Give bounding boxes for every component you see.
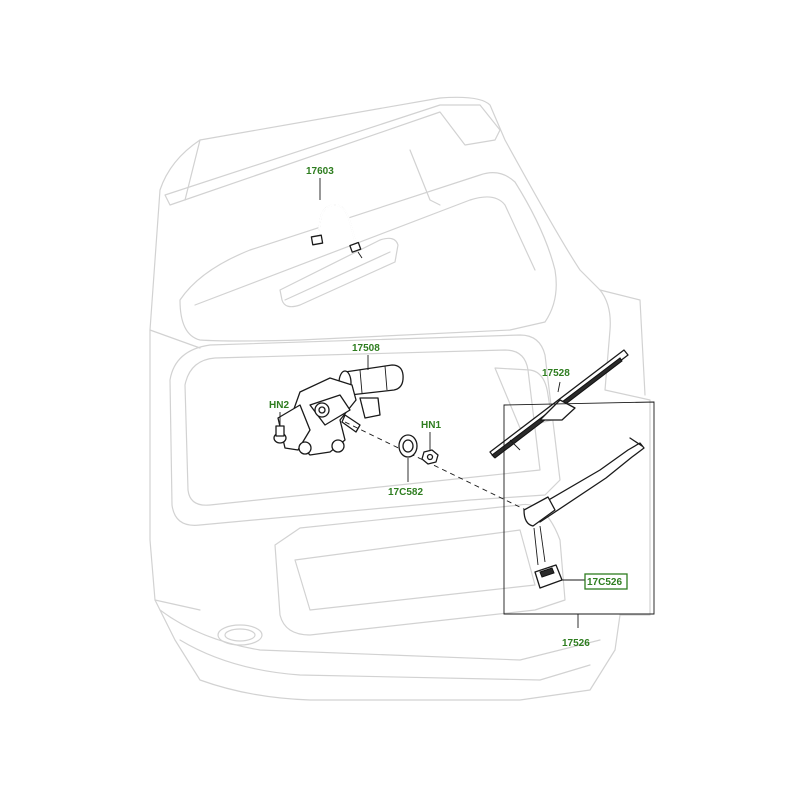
callout-17526[interactable]: 17526 — [562, 638, 590, 649]
washer-hose-17603[interactable] — [310, 204, 363, 259]
assembly-frame-17526 — [503, 401, 655, 615]
callout-17c526[interactable]: 17C526 — [587, 577, 622, 588]
wiper-motor-17508[interactable] — [277, 364, 404, 456]
tailgate-ghost-outline — [149, 96, 651, 701]
nut-hn1[interactable] — [421, 432, 439, 465]
callout-17c526-box[interactable] — [584, 573, 628, 590]
callout-17c582[interactable]: 17C582 — [388, 487, 423, 498]
callout-hn2[interactable]: HN2 — [269, 400, 289, 411]
wiper-arm[interactable] — [523, 437, 645, 566]
callout-17508[interactable]: 17508 — [352, 343, 380, 354]
callout-17528[interactable]: 17528 — [542, 368, 570, 379]
grommet-17C582[interactable] — [398, 434, 418, 482]
assembly-axis-dashed-line — [344, 421, 531, 513]
callout-hn1[interactable]: HN1 — [421, 420, 441, 431]
bolt-hn2[interactable] — [273, 412, 287, 444]
arm-cap-17C526[interactable] — [534, 564, 585, 589]
callout-17603[interactable]: 17603 — [306, 166, 334, 177]
